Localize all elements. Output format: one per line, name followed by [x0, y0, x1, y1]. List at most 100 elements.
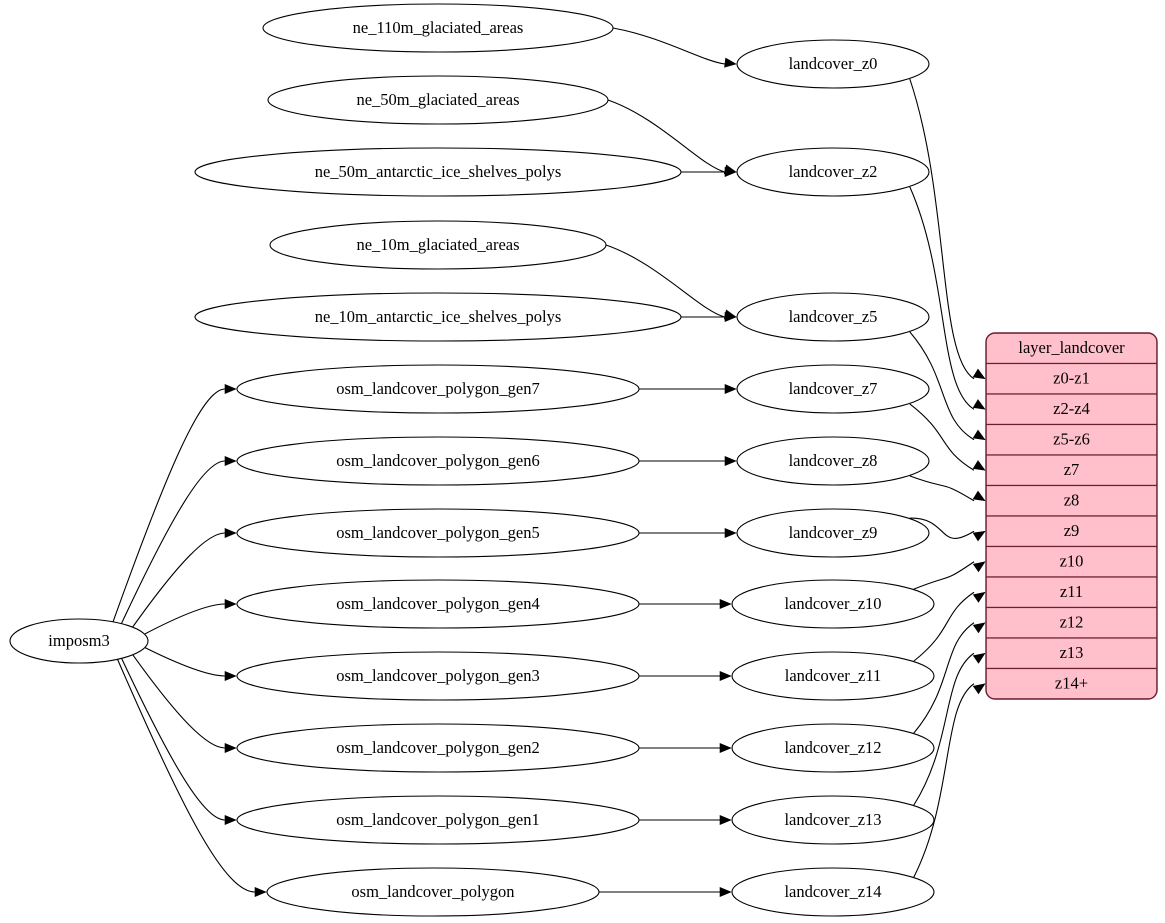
node-landcover-z12[interactable]: landcover_z12: [731, 723, 935, 773]
node-label-ne-10m-antarctic-ice-shelves-polys: ne_10m_antarctic_ice_shelves_polys: [315, 307, 562, 326]
node-shape-landcover-z0: [736, 39, 930, 89]
node-landcover-z8[interactable]: landcover_z8: [736, 436, 930, 486]
edge-path: [120, 656, 226, 821]
edge-ne-10m-antarctic-ice-shelves-polys-to-landcover-z5: [681, 311, 737, 323]
edge-osm-landcover-polygon-gen7-to-landcover-z7: [639, 383, 737, 395]
arrowhead: [224, 742, 237, 754]
node-osm-landcover-polygon-gen5[interactable]: osm_landcover_polygon_gen5: [236, 508, 640, 558]
arrowhead: [724, 311, 737, 323]
arrowhead: [719, 670, 732, 682]
node-landcover-z13[interactable]: landcover_z13: [731, 795, 935, 845]
node-label-osm-landcover-polygon-gen3: osm_landcover_polygon_gen3: [336, 666, 539, 685]
table-row-z8[interactable]: z8: [986, 484, 1157, 517]
node-landcover-z11[interactable]: landcover_z11: [731, 651, 935, 701]
arrowhead: [972, 683, 986, 695]
edge-imposm3-to-osm-landcover-polygon-gen5: [130, 527, 237, 630]
node-ne-110m-glaciated-areas[interactable]: ne_110m_glaciated_areas: [262, 3, 614, 53]
table-row-z11[interactable]: z11: [986, 576, 1157, 609]
edge-imposm3-to-osm-landcover-polygon-gen2: [131, 652, 237, 754]
edge-landcover-z5-to-z5-z6: [909, 331, 986, 441]
table-row-z14[interactable]: z14+: [986, 667, 1157, 700]
table-row-z5-z6[interactable]: z5-z6: [986, 423, 1157, 456]
arrowhead: [972, 652, 986, 664]
node-shape-ne-110m-glaciated-areas: [262, 3, 614, 53]
node-label-landcover-z0: landcover_z0: [789, 54, 878, 73]
table-row-label-z7: z7: [1064, 460, 1080, 479]
arrowhead: [719, 886, 732, 898]
node-label-ne-50m-glaciated-areas: ne_50m_glaciated_areas: [356, 90, 519, 109]
node-osm-landcover-polygon-gen3[interactable]: osm_landcover_polygon_gen3: [236, 651, 640, 701]
node-shape-imposm3: [9, 618, 149, 664]
node-ne-10m-antarctic-ice-shelves-polys[interactable]: ne_10m_antarctic_ice_shelves_polys: [194, 292, 682, 342]
node-shape-landcover-z5: [736, 292, 930, 342]
arrowhead: [724, 455, 737, 467]
node-shape-landcover-z11: [731, 651, 935, 701]
edge-ne-110m-glaciated-areas-to-landcover-z0: [612, 27, 737, 68]
node-landcover-z5[interactable]: landcover_z5: [736, 292, 930, 342]
node-osm-landcover-polygon-gen2[interactable]: osm_landcover_polygon_gen2: [236, 723, 640, 773]
node-shape-osm-landcover-polygon-gen1: [236, 795, 640, 845]
node-landcover-z0[interactable]: landcover_z0: [736, 39, 930, 89]
table-header-label: layer_landcover: [1018, 338, 1125, 357]
node-osm-landcover-polygon[interactable]: osm_landcover_polygon: [266, 867, 600, 917]
node-landcover-z10[interactable]: landcover_z10: [731, 579, 935, 629]
table-row-label-z0-z1: z0-z1: [1053, 369, 1090, 388]
edge-path: [913, 652, 975, 806]
node-shape-landcover-z14: [731, 867, 935, 917]
arrowhead: [972, 591, 986, 603]
table-row-z7[interactable]: z7: [986, 454, 1157, 487]
arrowhead: [719, 598, 732, 610]
node-landcover-z14[interactable]: landcover_z14: [731, 867, 935, 917]
table-row-label-z5-z6: z5-z6: [1053, 430, 1090, 449]
node-shape-osm-landcover-polygon-gen2: [236, 723, 640, 773]
table-row-z13[interactable]: z13: [986, 637, 1157, 670]
node-shape-osm-landcover-polygon-gen5: [236, 508, 640, 558]
node-ne-50m-glaciated-areas[interactable]: ne_50m_glaciated_areas: [267, 75, 609, 125]
node-ne-50m-antarctic-ice-shelves-polys[interactable]: ne_50m_antarctic_ice_shelves_polys: [194, 147, 682, 197]
node-osm-landcover-polygon-gen1[interactable]: osm_landcover_polygon_gen1: [236, 795, 640, 845]
node-shape-ne-10m-glaciated-areas: [269, 220, 607, 270]
edge-landcover-z8-to-z8: [909, 475, 986, 502]
arrowhead: [719, 742, 732, 754]
edge-landcover-z14-to-z14: [913, 683, 986, 878]
node-label-osm-landcover-polygon-gen4: osm_landcover_polygon_gen4: [336, 594, 539, 613]
node-label-ne-10m-glaciated-areas: ne_10m_glaciated_areas: [356, 235, 519, 254]
table-row-z2-z4[interactable]: z2-z4: [986, 393, 1157, 426]
table-row-label-z2-z4: z2-z4: [1053, 399, 1090, 418]
edge-path: [612, 27, 726, 65]
node-imposm3[interactable]: imposm3: [9, 618, 149, 664]
arrowhead: [972, 429, 986, 441]
node-shape-landcover-z9: [736, 508, 930, 558]
node-label-landcover-z8: landcover_z8: [789, 451, 878, 470]
edge-path: [913, 591, 975, 662]
node-landcover-z7[interactable]: landcover_z7: [736, 364, 930, 414]
table-row-z0-z1[interactable]: z0-z1: [986, 362, 1157, 395]
arrowhead: [224, 383, 237, 395]
node-osm-landcover-polygon-gen6[interactable]: osm_landcover_polygon_gen6: [236, 436, 640, 486]
node-shape-landcover-z2: [736, 147, 930, 197]
edge-path: [130, 532, 226, 630]
table-row-z12[interactable]: z12: [986, 606, 1157, 639]
arrowhead: [972, 530, 986, 542]
edge-path: [607, 99, 726, 173]
node-landcover-z2[interactable]: landcover_z2: [736, 147, 930, 197]
node-osm-landcover-polygon-gen7[interactable]: osm_landcover_polygon_gen7: [236, 364, 640, 414]
edge-osm-landcover-polygon-gen4-to-landcover-z10: [639, 598, 732, 610]
edge-path: [909, 78, 975, 380]
node-layer: ne_110m_glaciated_areas ne_50m_glaciated_…: [9, 3, 935, 917]
arrowhead: [224, 598, 237, 610]
node-ne-10m-glaciated-areas[interactable]: ne_10m_glaciated_areas: [269, 220, 607, 270]
edge-osm-landcover-polygon-gen6-to-landcover-z8: [639, 455, 737, 467]
table-row-label-z13: z13: [1060, 643, 1084, 662]
table-row-z9[interactable]: z9: [986, 515, 1157, 548]
table-row-z10[interactable]: z10: [986, 545, 1157, 578]
node-shape-landcover-z7: [736, 364, 930, 414]
table-row-label-z11: z11: [1060, 582, 1083, 601]
edge-landcover-z13-to-z13: [913, 652, 986, 806]
node-landcover-z9[interactable]: landcover_z9: [736, 508, 930, 558]
node-osm-landcover-polygon-gen4[interactable]: osm_landcover_polygon_gen4: [236, 579, 640, 629]
edge-imposm3-to-osm-landcover-polygon: [116, 658, 267, 898]
edge-path: [909, 403, 975, 471]
